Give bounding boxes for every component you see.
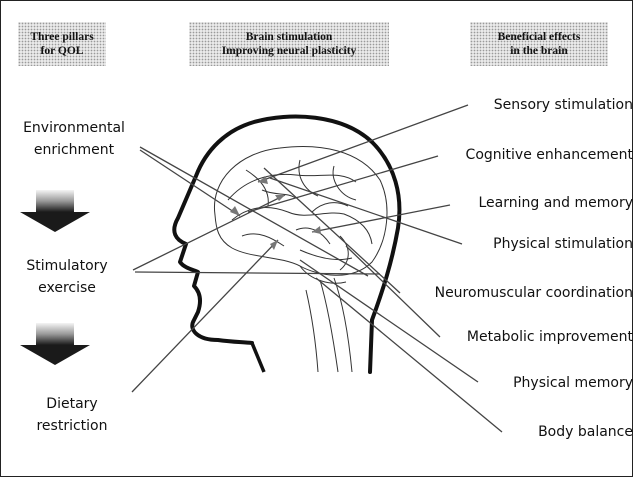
header-effects-line-1: Beneficial effects [498, 30, 581, 44]
effect-metabolic-improvement: Metabolic improvement [467, 326, 633, 348]
pillar-2-line-1: Stimulatory [6, 255, 128, 277]
effect-physical-stimulation: Physical stimulation [493, 233, 633, 255]
header-stimulation-line-2: Improving neural plasticity [222, 44, 357, 58]
effect-sensory-stimulation: Sensory stimulation [494, 94, 633, 116]
pillar-3-line-1: Dietary [20, 393, 124, 415]
head-outline [174, 117, 399, 372]
effect-neuromuscular-coordination: Neuromuscular coordination [435, 282, 633, 304]
pillar-stimulatory-exercise: Stimulatory exercise [6, 255, 128, 299]
pillar-2-line-2: exercise [6, 277, 128, 299]
header-stimulation-line-1: Brain stimulation [246, 30, 333, 44]
header-pillars-line-1: Three pillars [30, 30, 93, 44]
pillar-dietary-restriction: Dietary restriction [20, 393, 124, 437]
arrowheads [230, 176, 321, 250]
pillar-1-line-2: enrichment [6, 139, 142, 161]
effect-learning-and-memory: Learning and memory [478, 192, 633, 214]
pillar-environmental-enrichment: Environmental enrichment [6, 117, 142, 161]
header-effects-line-2: in the brain [510, 44, 568, 58]
effect-body-balance: Body balance [538, 421, 633, 443]
down-arrow-1 [20, 190, 90, 232]
pillar-3-line-2: restriction [20, 415, 124, 437]
down-arrow-2 [20, 323, 90, 365]
brain-folds [214, 147, 387, 372]
effect-cognitive-enhancement: Cognitive enhancement [466, 144, 633, 166]
header-three-pillars: Three pillars for QOL [18, 22, 106, 66]
header-brain-stimulation: Brain stimulation Improving neural plast… [189, 22, 389, 66]
neck-front [252, 343, 264, 372]
header-beneficial-effects: Beneficial effects in the brain [470, 22, 608, 66]
pillar-1-line-1: Environmental [6, 117, 142, 139]
effect-physical-memory: Physical memory [513, 372, 633, 394]
header-pillars-line-2: for QOL [41, 44, 84, 58]
